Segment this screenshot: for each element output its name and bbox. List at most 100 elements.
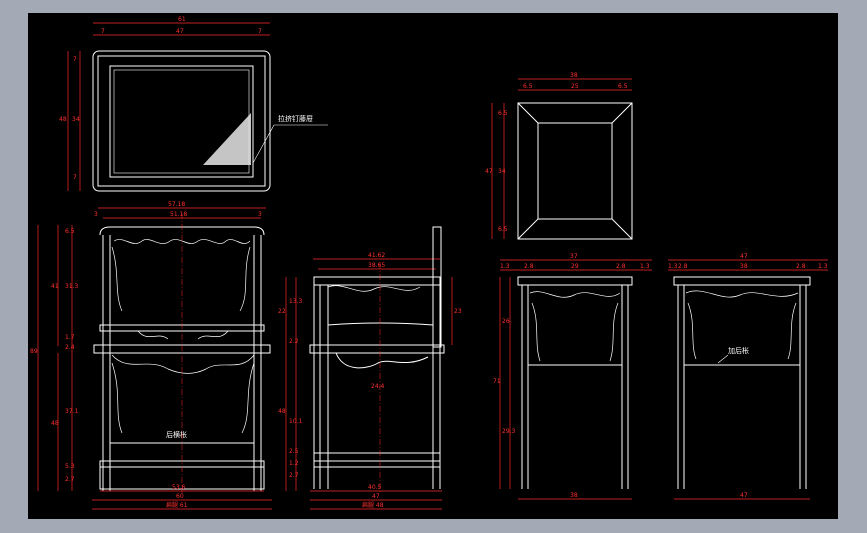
side-arm-carving	[327, 285, 421, 292]
dim-side-seg: 6.5	[498, 226, 508, 233]
dim-seg-right: 7	[258, 28, 262, 35]
miter	[517, 102, 539, 124]
top-view: 拉挤钉藤屉 61 7 47 7 48 7 34 7	[59, 16, 328, 192]
dim-left-height: 13.3	[289, 298, 303, 305]
dim-lower-seg: 37.1	[65, 408, 79, 415]
dim-seg: 2.8	[616, 263, 626, 270]
dim-seg: 25	[571, 83, 579, 90]
dim-bottom-width: 38	[570, 492, 578, 499]
side-seat	[309, 344, 445, 354]
side-arm	[313, 276, 441, 286]
dim-left-height: 48	[278, 408, 286, 415]
stool-top-side	[673, 276, 811, 286]
dim-overall-width: 61	[178, 16, 186, 23]
dim-side-seg: 7	[73, 56, 77, 63]
dim-side-seg: 7	[73, 174, 77, 181]
rail-carving	[137, 330, 229, 340]
front-view-caption: 扁腿 61	[166, 501, 188, 509]
note-leader	[717, 354, 729, 364]
callout-text: 拉挤钉藤屉	[278, 114, 313, 123]
stool-side-legs	[677, 285, 807, 489]
dim-upper-height: 41	[51, 283, 59, 290]
dim-upper-seg: 2.4	[65, 344, 75, 351]
dim-left-height: 22	[278, 308, 286, 315]
front-elevation-2: 37 1.3 2.8 29 2.8 1.3 26 71 29.3 38	[493, 253, 652, 500]
dim-left-height: 2.7	[289, 472, 299, 479]
rattan-seat-hatch	[203, 113, 251, 165]
dim-top-width: 47	[740, 253, 748, 260]
dim-seg: 38	[740, 263, 748, 270]
side-view-caption: 扁腿 48	[362, 501, 384, 509]
dim-side-total: 48	[59, 116, 67, 123]
miter	[611, 218, 633, 240]
side-elevation-2: 47 1.3 2.8 38 2.8 1.3 加后枨 47	[668, 253, 828, 500]
dim-side-seg: 34	[498, 168, 506, 175]
dim-mid-label: 24.4	[371, 383, 385, 390]
miter	[611, 102, 633, 124]
dim-inner-width: 51.18	[170, 211, 187, 218]
dim-side-seg: 6.5	[498, 110, 508, 117]
stool-spandrels	[531, 302, 619, 362]
top-view-outer-frame	[92, 50, 271, 192]
dim-seg: 1.3	[818, 263, 828, 270]
dim-bottom-inner: 53.6	[172, 484, 186, 491]
dim-left-height: 10.1	[289, 418, 303, 425]
rear-legs	[432, 285, 441, 489]
miter	[517, 218, 539, 240]
side-apron	[335, 352, 429, 369]
front-legs	[313, 285, 329, 489]
dim-bottom-width: 47	[740, 492, 748, 499]
dim-upper-seg: 6.5	[65, 228, 75, 235]
cad-drawing-viewport[interactable]: 拉挤钉藤屉 61 7 47 7 48 7 34 7 57.18 51.18 3 …	[28, 13, 838, 519]
crest-carving	[113, 239, 251, 244]
dim-lower-seg: 2.7	[65, 476, 75, 483]
dim-height: 71	[493, 378, 501, 385]
stool-side-carving	[685, 290, 799, 298]
dim-lower-seg: 5.3	[65, 463, 75, 470]
apron-carving	[111, 354, 255, 374]
stool-top	[517, 276, 633, 286]
dim-upper-seg: 1.7	[65, 334, 75, 341]
side-rail	[327, 322, 434, 326]
seat-outer	[517, 102, 633, 240]
dim-seg: 2.8	[678, 263, 688, 270]
dim-seg: 6.5	[618, 83, 628, 90]
dim-height: 26	[502, 318, 510, 325]
dim-top-width: 57.18	[168, 201, 185, 208]
top-view-panel	[109, 65, 254, 178]
stool-legs	[521, 285, 629, 489]
dim-seg: 1.3	[640, 263, 650, 270]
dim-seg: 1.3	[500, 263, 510, 270]
top-view-frame-inner	[97, 55, 266, 187]
dim-side-total: 47	[485, 168, 493, 175]
dim-left-height: 2.2	[289, 338, 299, 345]
dim-left-height: 1.2	[289, 460, 299, 467]
dim-top-width: 41.62	[368, 252, 385, 259]
callout-leader	[252, 124, 275, 164]
back-spandrels	[111, 246, 251, 312]
dim-seg: 2.8	[524, 263, 534, 270]
side-view: 41.62 38.65 24.4 22 13.3 2.2 48 2.5 1.2 …	[278, 226, 462, 510]
dim-bottom-inner: 40.5	[368, 484, 382, 491]
dim-seg: 6.5	[523, 83, 533, 90]
dim-overall-width: 38	[570, 72, 578, 79]
dim-seg: 1.3	[668, 263, 678, 270]
stool-apron-carving	[529, 291, 621, 298]
dim-bottom-width: 47	[372, 493, 380, 500]
dim-seg-left: 7	[101, 28, 105, 35]
dim-upper-seg: 31.3	[65, 283, 79, 290]
dim-seg: 29	[571, 263, 579, 270]
dim-lower-height: 48	[51, 420, 59, 427]
furniture-cad-drawing: 拉挤钉藤屉 61 7 47 7 48 7 34 7 57.18 51.18 3 …	[30, 16, 828, 510]
dim-end-b: 3	[258, 211, 262, 218]
side-note: 加后枨	[728, 346, 749, 355]
dim-inner-width: 38.65	[368, 262, 385, 269]
dim-total-height: 89	[30, 348, 38, 355]
dim-seg: 2.8	[796, 263, 806, 270]
apron-spandrels	[111, 362, 255, 434]
dim-top-width: 37	[570, 253, 578, 260]
dim-bottom-width: 60	[176, 493, 184, 500]
dim-right-height: 23	[454, 308, 462, 315]
side-foot-stretcher	[313, 460, 441, 468]
stool-side-spandrels	[687, 302, 797, 360]
